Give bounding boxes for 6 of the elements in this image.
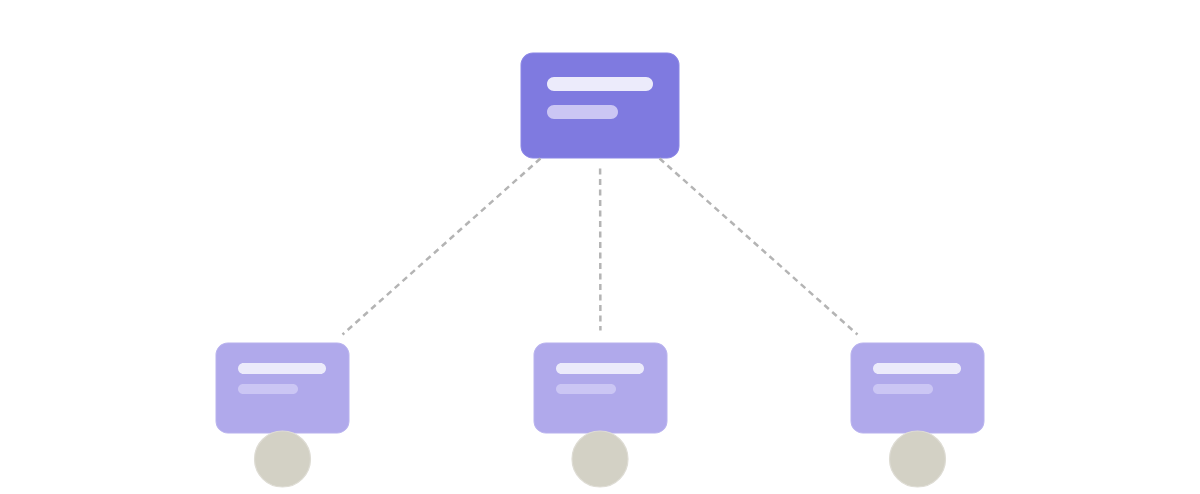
circle (571, 430, 629, 488)
connector-line (598, 168, 602, 331)
connector-line (341, 157, 542, 336)
circle (253, 430, 312, 488)
circle (888, 430, 947, 488)
connector-line (658, 157, 859, 336)
